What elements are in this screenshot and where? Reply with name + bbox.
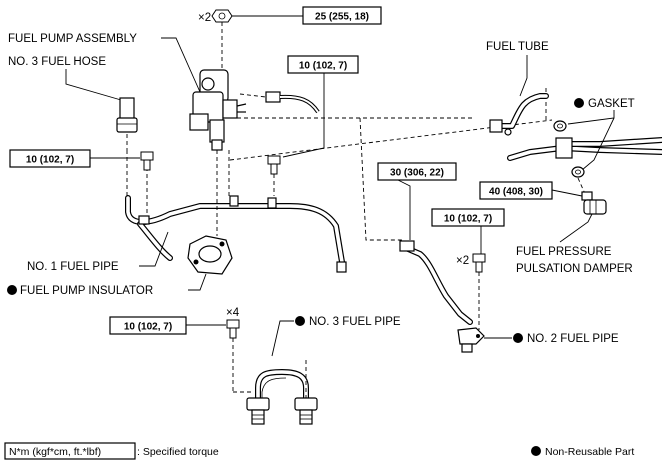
no2-fuel-pipe	[399, 240, 485, 353]
no3-fuel-pipe	[246, 360, 318, 425]
gasket-upper	[553, 120, 567, 132]
torque-right-text: 10 (102, 7)	[444, 214, 492, 225]
torque-left-text: 10 (102, 7)	[26, 155, 74, 166]
top-bolt	[211, 9, 233, 23]
gasket-non-reusable-icon	[574, 98, 584, 108]
label-gasket: GASKET	[588, 98, 635, 110]
torque-box-pump	[287, 55, 359, 74]
legend-non-reusable-text: Non-Reusable Part	[545, 446, 634, 458]
left-bolt	[140, 151, 154, 171]
no2-non-reusable-icon	[513, 333, 523, 343]
label-fuel-pump-assembly: FUEL PUMP ASSEMBLY	[8, 33, 137, 45]
legend-torque-desc: : Specified torque	[137, 446, 219, 458]
torque-box-right	[431, 208, 505, 227]
fuel-tube	[489, 93, 662, 161]
label-no2-fuel-pipe: NO. 2 FUEL PIPE	[527, 333, 619, 345]
bottom-bolt	[226, 319, 240, 339]
right-bolt	[472, 253, 486, 273]
label-no3-fuel-hose: NO. 3 FUEL HOSE	[8, 56, 106, 68]
legend-non-reusable-icon	[531, 446, 541, 456]
gasket-lower	[571, 166, 585, 178]
label-pulsation-damper: PULSATION DAMPER	[516, 263, 633, 275]
torque-box-30	[377, 162, 457, 181]
label-fuel-tube: FUEL TUBE	[486, 41, 549, 53]
label-no1-fuel-pipe: NO. 1 FUEL PIPE	[27, 261, 119, 273]
torque-box-bottom	[109, 316, 187, 335]
torque-box-left	[9, 149, 91, 168]
torque-bottom-text: 10 (102, 7)	[124, 322, 172, 333]
qty-right: ×2	[456, 255, 469, 267]
qty-bottom: ×4	[226, 307, 240, 319]
label-fuel-pressure: FUEL PRESSURE	[516, 246, 612, 258]
no3-fuel-hose	[116, 97, 138, 150]
qty-top: ×2	[198, 12, 211, 24]
legend-torque-units: N*m (kgf*cm, ft.*lbf)	[9, 446, 101, 458]
label-fuel-pump-insulator: FUEL PUMP INSULATOR	[20, 285, 153, 297]
pump-bolt	[267, 155, 281, 196]
non-reusable-icon	[7, 285, 17, 295]
torque-pump-text: 10 (102, 7)	[299, 61, 347, 72]
no3-pipe-non-reusable-icon	[295, 316, 305, 326]
label-no3-fuel-pipe: NO. 3 FUEL PIPE	[309, 316, 401, 328]
torque-top-text: 25 (255, 18)	[315, 12, 369, 23]
torque-40-text: 40 (408, 30)	[489, 187, 543, 198]
fuel-pressure-pulsation-damper	[581, 191, 607, 215]
torque-box-top	[302, 6, 382, 25]
torque-30-text: 30 (306, 22)	[390, 168, 444, 179]
torque-box-40	[479, 181, 553, 200]
legend-torque-box	[4, 442, 136, 460]
fuel-pump-insulator	[187, 235, 233, 275]
fuel-pump-assembly	[189, 22, 247, 151]
pump-connector	[239, 91, 320, 114]
